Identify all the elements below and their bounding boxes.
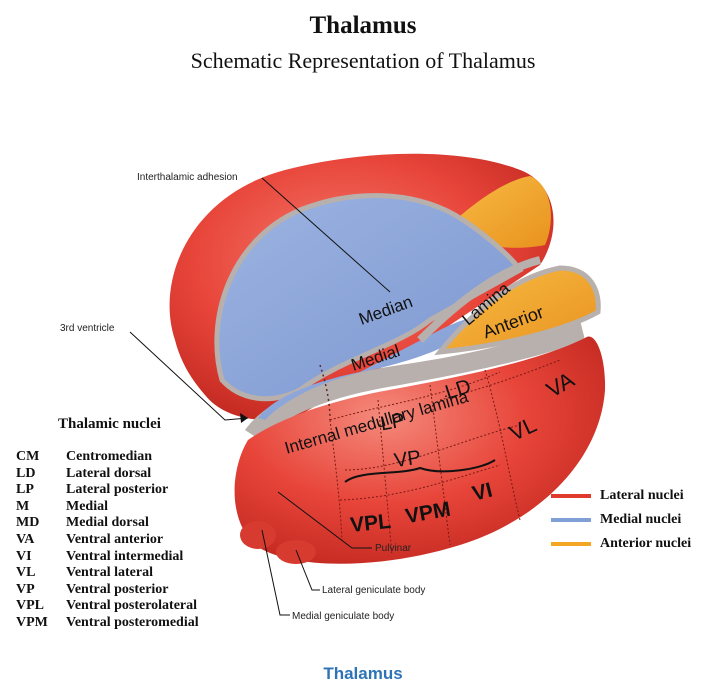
legend-swatch-anterior xyxy=(551,542,591,546)
legend-swatch-lateral xyxy=(551,494,591,498)
medial-geniculate-bump xyxy=(240,521,276,549)
figure-caption: Thalamus xyxy=(0,664,726,684)
label-third-ventricle: 3rd ventricle xyxy=(60,323,115,334)
region-VP: VP xyxy=(393,447,422,473)
legend-item-anterior: Anterior nuclei xyxy=(551,532,691,556)
legend-swatch-medial xyxy=(551,518,591,522)
label-medial-geniculate: Medial geniculate body xyxy=(292,611,394,622)
thalamic-nuclei-heading: Thalamic nuclei xyxy=(58,416,161,433)
legend-item-lateral: Lateral nuclei xyxy=(551,484,691,508)
label-lateral-geniculate: Lateral geniculate body xyxy=(322,585,425,596)
legend-item-medial: Medial nuclei xyxy=(551,508,691,532)
label-interthalamic-adhesion: Interthalamic adhesion xyxy=(137,172,238,183)
region-LP: LP xyxy=(379,409,407,435)
lateral-geniculate-bump xyxy=(276,540,316,564)
region-VPL: VPL xyxy=(349,510,392,537)
label-pulvinar: Pulvinar xyxy=(375,543,412,554)
legend: Lateral nuclei Medial nuclei Anterior nu… xyxy=(551,484,691,556)
